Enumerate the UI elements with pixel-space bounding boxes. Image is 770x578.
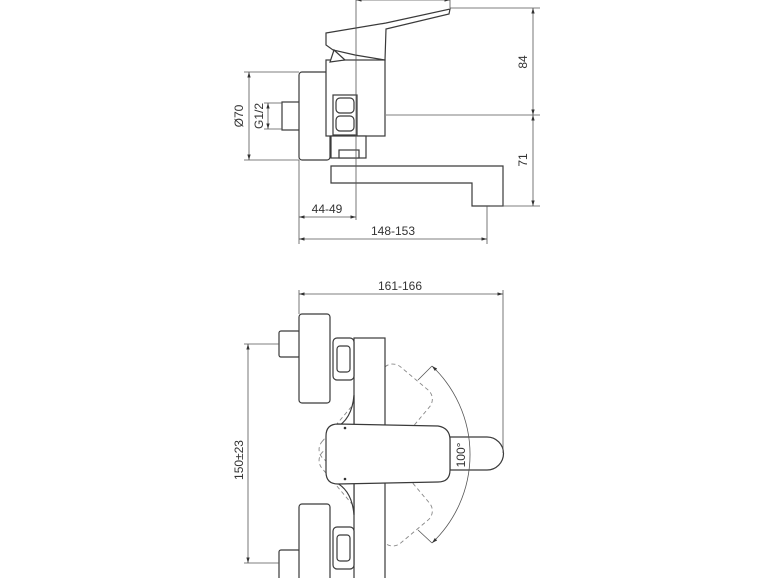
- top-view: 161-166 150±23 100°: [232, 279, 505, 578]
- dim-centres-label: 150±23: [232, 440, 246, 480]
- rosette-bottom: [298, 503, 331, 578]
- lever-handle-top: [325, 423, 451, 485]
- nut-face: [335, 97, 355, 114]
- dim-spout-reach-label: 148-153: [371, 224, 415, 238]
- lever-handle: [325, 8, 451, 61]
- dim-diameter-label: Ø70: [232, 104, 246, 127]
- dim-height-lower-label: 71: [516, 153, 530, 167]
- dim-thread-label: G1/2: [252, 103, 266, 129]
- inlet-pipe-bottom: [278, 549, 301, 578]
- spout-tip: [449, 436, 505, 471]
- wall-rosette: [298, 71, 331, 161]
- dim-wall-offset-label: 44-49: [312, 202, 343, 216]
- inlet-pipe-top: [278, 330, 301, 358]
- nut-face: [335, 115, 355, 132]
- spout: [330, 165, 504, 207]
- inlet-pipe: [281, 101, 301, 131]
- side-view: Ø70 G1/2 84 71 44-49 148-153: [232, 0, 540, 244]
- dim-lever-angle-label: 100°: [454, 442, 468, 467]
- spout-collar-ring: [338, 149, 360, 159]
- dim-total-depth-label: 161-166: [378, 279, 422, 293]
- lever-angle-arc: [431, 365, 471, 544]
- dim-height-upper-label: 84: [516, 55, 530, 69]
- lever-stem: [329, 48, 347, 63]
- rosette-top: [298, 313, 331, 404]
